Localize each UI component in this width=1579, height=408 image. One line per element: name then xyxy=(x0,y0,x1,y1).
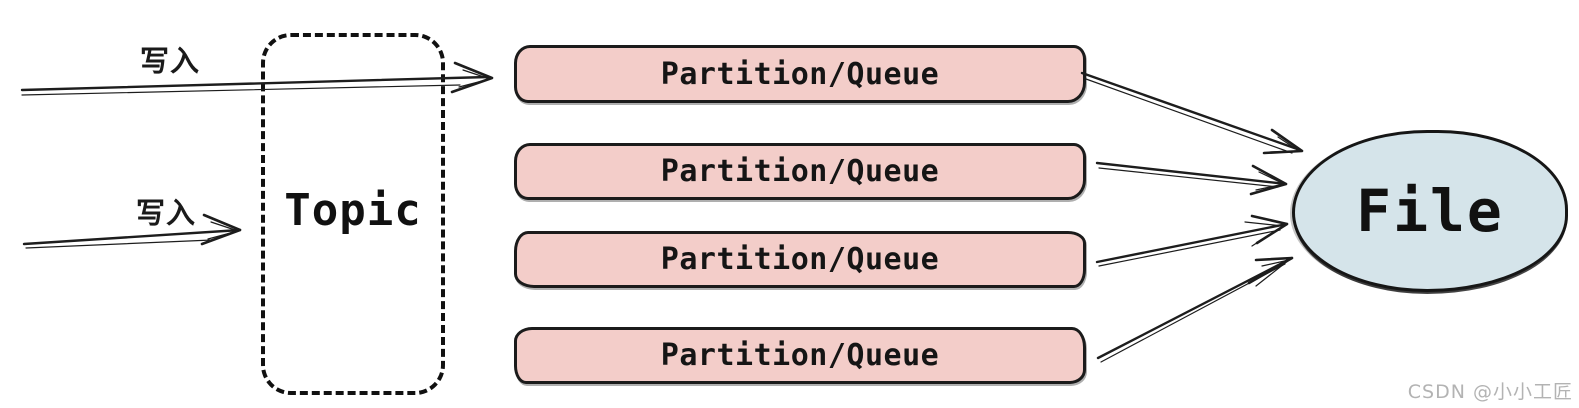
partition-3-to-file-arrow xyxy=(1095,214,1289,267)
partition-queue-2: Partition/Queue xyxy=(514,143,1086,200)
watermark: CSDN @小小工匠 xyxy=(1407,381,1573,403)
partition-queue-3: Partition/Queue xyxy=(514,231,1086,288)
partition-queue-4-label: Partition/Queue xyxy=(660,338,940,373)
topic-label: Topic xyxy=(284,185,422,236)
write-label-2: 写入 xyxy=(136,196,197,230)
partition-2-to-file-arrow xyxy=(1095,161,1288,196)
partition-1-to-file-arrow xyxy=(1080,71,1304,155)
partition-queue-2-label: Partition/Queue xyxy=(660,154,940,189)
write-arrow-2 xyxy=(22,213,242,249)
partition-queue-4: Partition/Queue xyxy=(514,327,1086,384)
partition-queue-1-label: Partition/Queue xyxy=(660,56,940,92)
file-ellipse: File xyxy=(1292,130,1568,292)
partition-4-to-file-arrow xyxy=(1096,256,1294,363)
file-label: File xyxy=(1356,177,1504,245)
topic-box: Topic xyxy=(261,33,445,395)
partition-queue-1: Partition/Queue xyxy=(514,45,1086,103)
write-label-1: 写入 xyxy=(140,44,201,78)
partition-queue-3-label: Partition/Queue xyxy=(660,242,940,277)
